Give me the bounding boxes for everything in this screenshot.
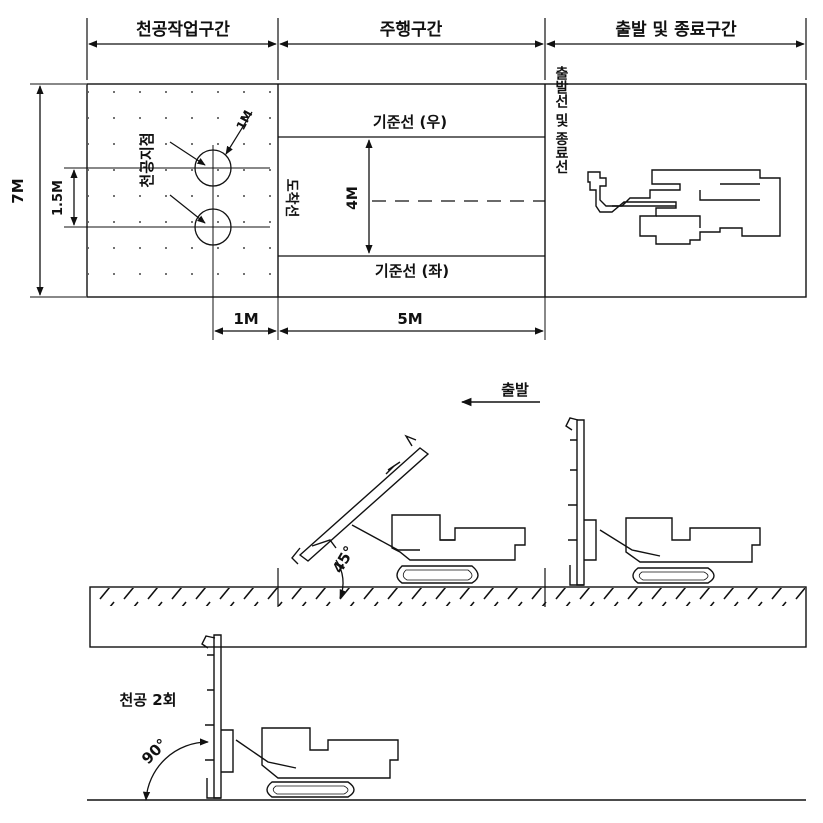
angle-label-90: 90°	[138, 735, 171, 768]
ref-left-label: 기준선 (좌)	[375, 262, 449, 280]
side-view: 출발 45°	[87, 381, 807, 801]
course-outline	[86, 83, 807, 298]
drill-rig-90-degree	[201, 634, 399, 799]
drill-point-label: 천공지점	[138, 132, 156, 187]
drill-rig-start-position	[565, 417, 761, 586]
diameter-leader	[225, 111, 253, 155]
start-label: 출발	[501, 381, 529, 399]
drill-twice-label: 천공 2회	[119, 691, 176, 709]
dim-label-7m: 7M	[9, 178, 27, 203]
plan-view: 천공작업구간 주행구간 출발 및 종료구간 7M 1.5M 천공지점	[9, 18, 807, 340]
zone-label-travel: 주행구간	[380, 20, 443, 40]
bottom-dimensions	[214, 297, 546, 340]
work-zone-dotted-area	[88, 85, 277, 296]
dimension-7m	[30, 83, 86, 298]
drill-rig-45-degree	[291, 434, 526, 584]
ground-block	[89, 586, 807, 648]
arrival-line-label: 도착선	[283, 179, 300, 218]
dim-label-1-5m: 1.5M	[51, 180, 66, 216]
drill-rig-top-view	[587, 169, 781, 245]
dim-label-4m: 4M	[345, 186, 361, 210]
start-end-line-label: 출발선 및 종료선	[553, 65, 569, 175]
zone-label-work: 천공작업구간	[136, 20, 230, 40]
leader-to-hole-1	[169, 141, 206, 166]
zone-label-start-end: 출발 및 종료구간	[615, 20, 737, 40]
angle-arc-45	[335, 559, 347, 599]
zone-header-dimensions	[86, 18, 807, 80]
ground-hatch	[91, 588, 805, 606]
dim-label-offset: 1M	[233, 310, 258, 328]
dimension-1-5m	[64, 167, 270, 228]
dim-label-5m: 5M	[397, 310, 422, 328]
angle-arc-90	[142, 738, 209, 801]
leader-to-hole-2	[169, 194, 206, 224]
angle-label-45: 45°	[329, 543, 359, 577]
ref-right-label: 기준선 (우)	[373, 113, 447, 131]
